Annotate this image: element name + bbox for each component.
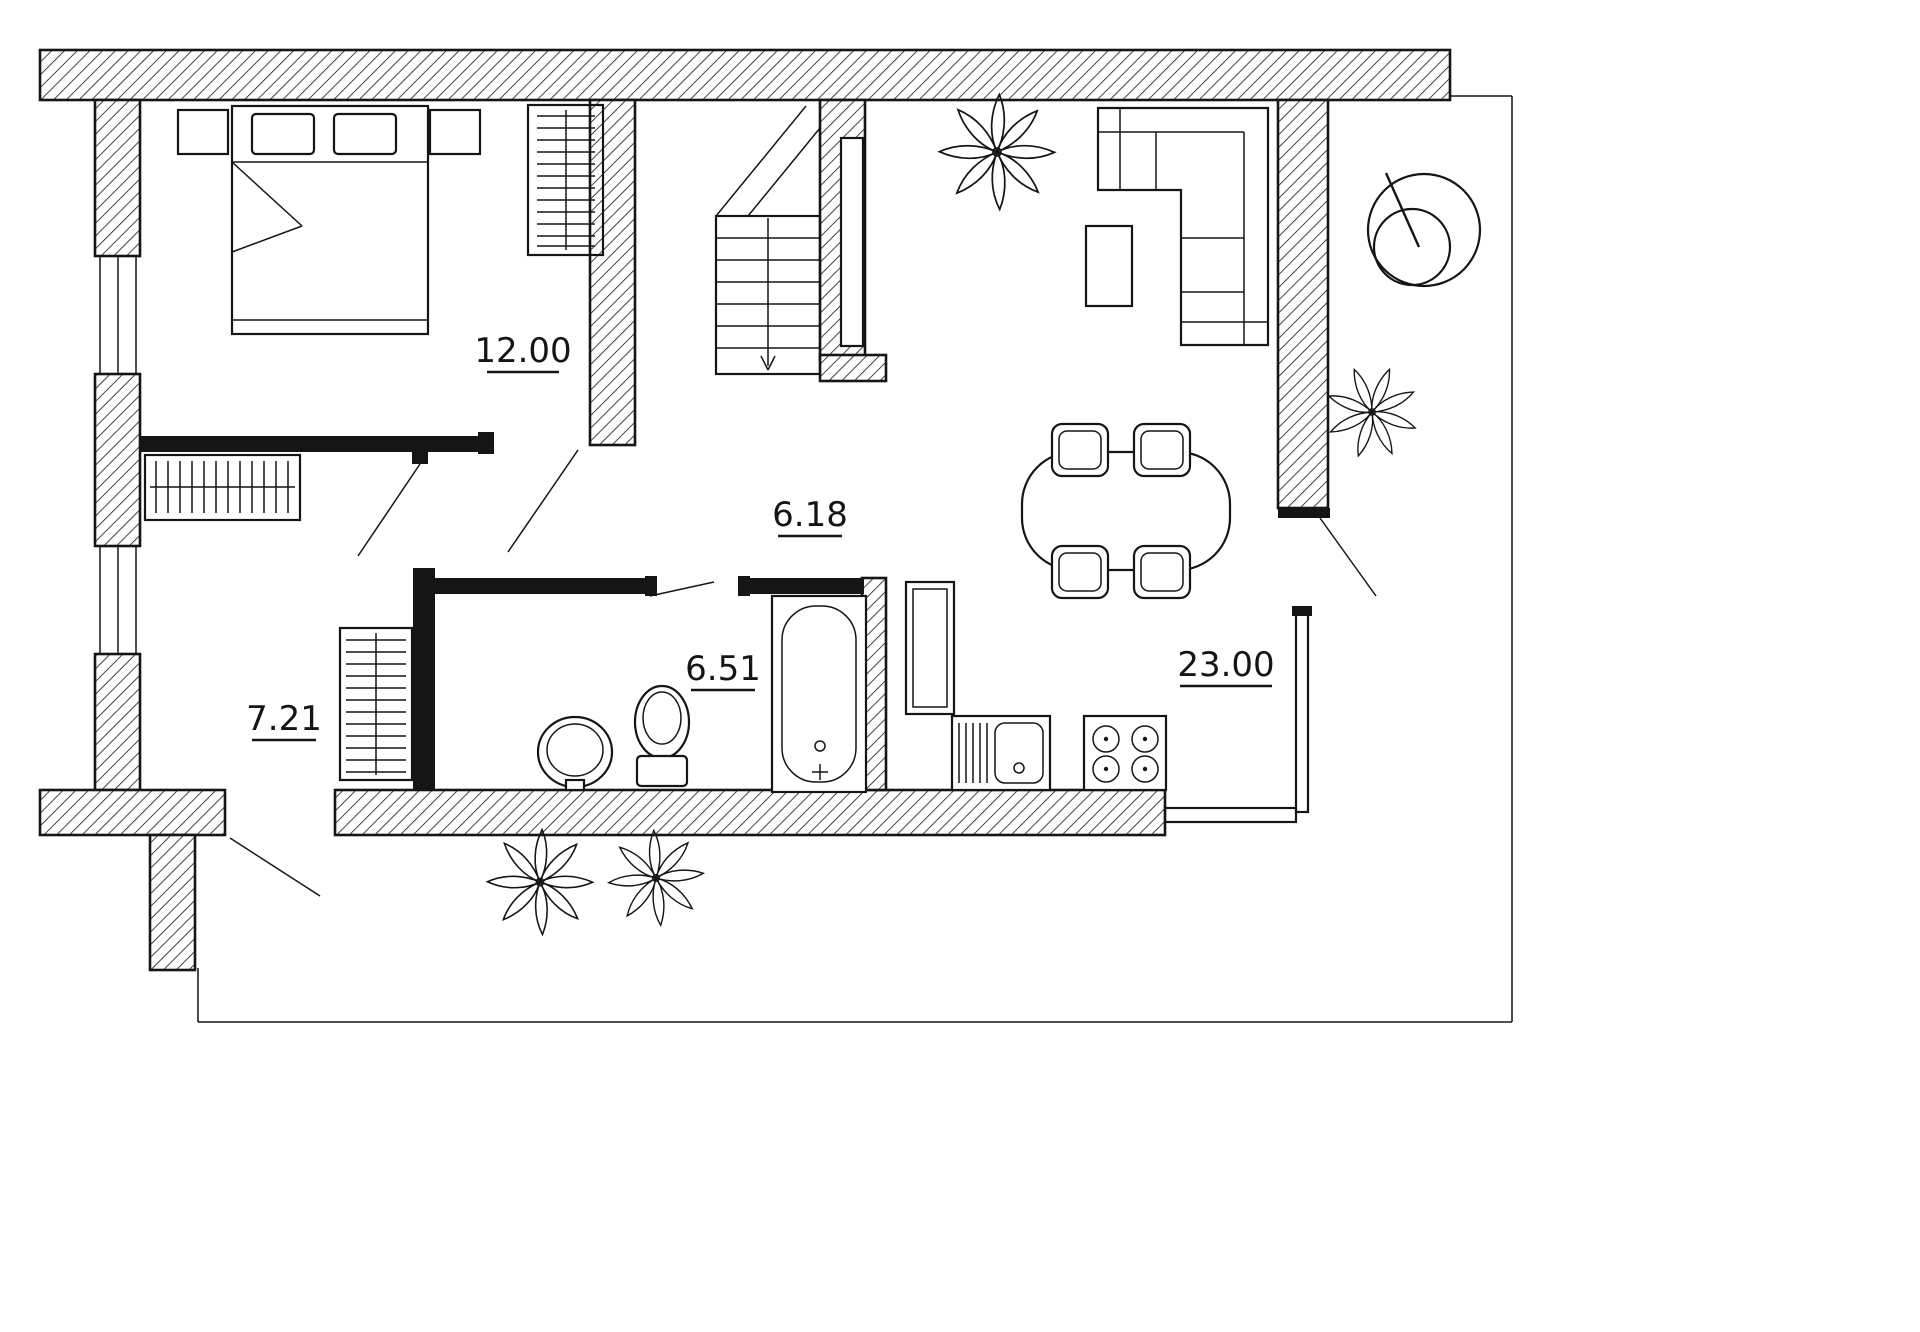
area-label-bedroom: 12.00 [474,331,571,371]
double-bed [230,104,430,336]
entry-stub-wall [148,833,197,972]
wardrobe-bedroom [526,103,605,257]
coffee-table [1084,224,1134,308]
window-left-upper [99,255,137,375]
plant [486,828,594,936]
bedroom-furniture [176,103,605,336]
top-wall [38,48,1452,102]
dining-chair [1132,544,1192,600]
area-label-corridor: 7.21 [246,699,322,739]
left-wall-upper [93,98,142,258]
bedroom-right-wall [588,98,637,447]
area-label-living-room: 23.00 [1177,645,1274,685]
stairs-bottom-wall [818,353,888,383]
pillow [250,112,316,156]
door-hinge-cap [412,452,428,464]
right-wall-cap [1278,508,1330,518]
dining-chair [1132,422,1192,478]
door-bedroom [507,449,579,553]
tv-unit [839,136,865,348]
bathtub [770,594,868,794]
tub-faucet [812,764,828,780]
right-wall [1276,98,1330,510]
tub-room-top-wall [738,578,864,594]
dining-table [1020,450,1232,572]
toilet [633,684,691,788]
staircase [714,105,822,376]
kitchen-thin-wall [1294,612,1310,814]
stair-direction-arrow [760,218,776,371]
bathroom-left-wall [413,568,435,790]
terrace-tree [1366,172,1482,288]
bathroom-top-wall [435,578,645,594]
stair-break-line [715,105,821,217]
partition-end-cap [478,432,494,454]
exterior-walls [38,48,1452,972]
interior-partitions [140,432,1330,824]
left-wall-lower [93,652,142,792]
door-corridor [357,463,421,557]
dining-chair [1050,422,1110,478]
stove [1082,714,1168,792]
fridge [904,580,956,716]
bathroom-wall-cap [645,576,657,596]
area-label-bathroom: 6.51 [685,649,761,689]
door-bathroom [649,581,715,597]
dining-chair [1050,544,1110,600]
bottom-wall [333,788,1167,837]
dining-set [1020,422,1232,600]
plant [938,93,1056,211]
bottom-left-corner-wall [38,788,227,837]
corridor-furniture [143,453,414,782]
bedroom-partition [140,436,490,452]
kitchen-thin-ledge [1163,806,1298,824]
kitchen-sink-unit [950,714,1052,792]
kitchen-fixtures [904,580,1168,792]
pillow [332,112,398,156]
living-room-furniture [839,106,1270,600]
corner-sofa [1096,106,1270,347]
tub-wall-cap [738,576,750,596]
pedestal-sink [536,715,614,792]
wardrobe-corridor-bottom [338,626,414,782]
wardrobe-corridor-left [143,453,302,522]
plant [1312,352,1432,473]
nightstand-left [176,108,230,156]
area-label-hall: 6.18 [772,495,848,535]
nightstand-right [428,108,482,156]
blanket-fold [231,161,303,253]
door-swings [229,449,1377,897]
windows [99,255,137,655]
plants [486,93,1482,947]
kitchen-wall-cap [1292,606,1312,616]
door-balcony [1319,517,1377,597]
left-wall-mid [93,372,142,548]
window-left-lower [99,545,137,655]
bathroom-fixtures [536,594,868,794]
plot-boundary [197,95,1513,1023]
door-entrance [229,837,321,897]
area-labels: 12.00 6.18 7.21 6.51 23.00 [246,331,1275,742]
